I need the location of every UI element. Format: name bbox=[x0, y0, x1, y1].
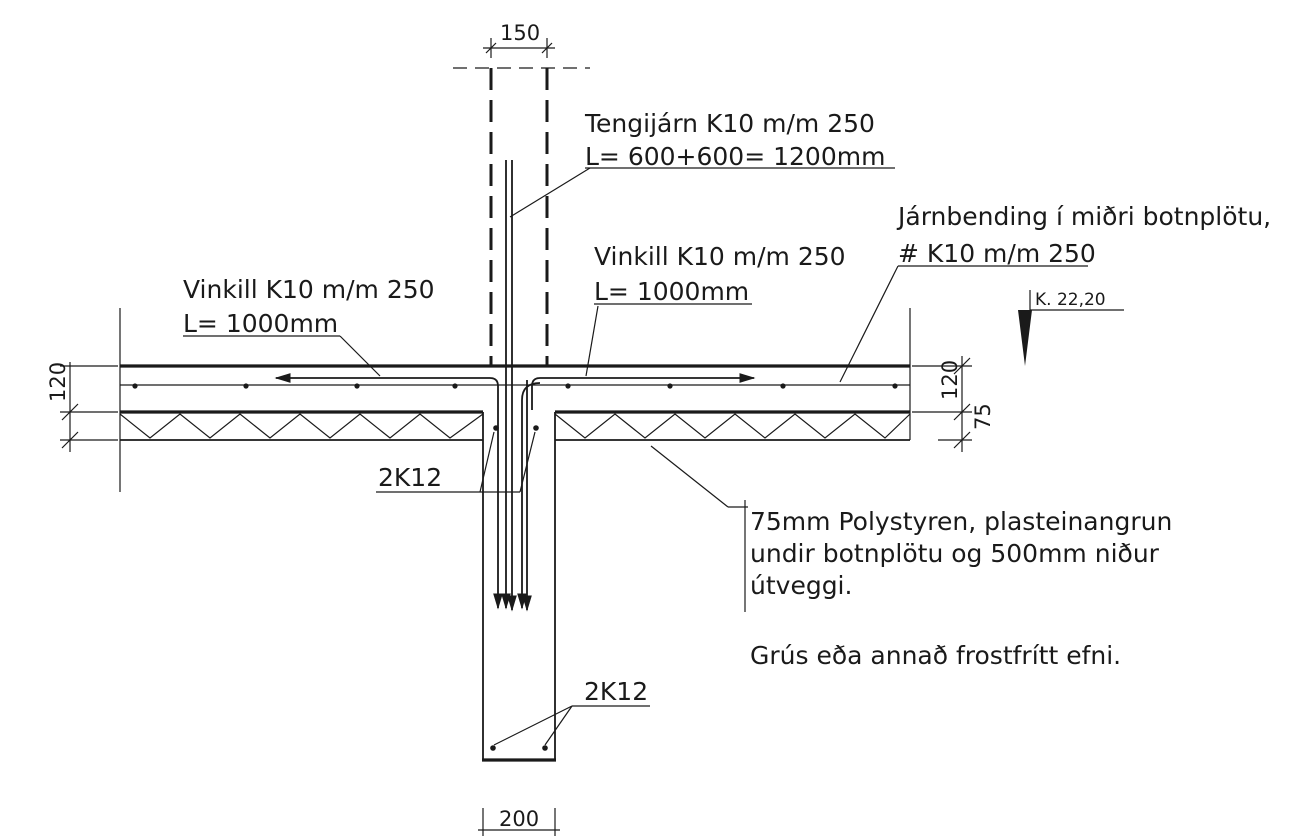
slab-rebar-label-line1: Járnbending í miðri botnplötu, bbox=[896, 202, 1271, 231]
leader-lines bbox=[339, 167, 899, 746]
angle-right-label-line1: Vinkill K10 m/m 250 bbox=[594, 242, 846, 271]
angle-bars bbox=[274, 373, 756, 610]
footing-bars-bottom-label: 2K12 bbox=[584, 677, 648, 706]
foundation-footing bbox=[482, 412, 556, 762]
insulation-label-line2: undir botnplötu og 500mm niður bbox=[750, 539, 1160, 568]
footing-width-label: 200 bbox=[499, 807, 539, 831]
angle-left-label-line1: Vinkill K10 m/m 250 bbox=[183, 275, 435, 304]
insulation-label-line3: útveggi. bbox=[750, 571, 852, 600]
angle-left-label-line2: L= 1000mm bbox=[183, 309, 338, 338]
wall-width-label: 150 bbox=[500, 21, 540, 45]
upper-wall bbox=[453, 67, 590, 366]
insulation-hatch bbox=[119, 413, 911, 439]
left-slab-dimension: 120 bbox=[46, 362, 118, 452]
fill-material-label: Grús eða annað frostfrítt efni. bbox=[750, 641, 1121, 670]
insulation-label-line1: 75mm Polystyren, plasteinangrun bbox=[750, 507, 1172, 536]
angle-right-label-line2: L= 1000mm bbox=[594, 277, 749, 306]
footing-bars-top-label: 2K12 bbox=[378, 463, 442, 492]
slab-mesh-rebar-dots bbox=[132, 383, 898, 389]
annotations: Tengijárn K10 m/m 250 L= 600+600= 1200mm… bbox=[183, 109, 1271, 707]
left-slab-thickness-label: 120 bbox=[46, 362, 70, 402]
insulation-thickness-label: 75 bbox=[971, 403, 995, 430]
right-slab-thickness-label: 120 bbox=[938, 360, 962, 400]
footing-width-dimension: 200 bbox=[478, 807, 560, 836]
level-mark: K. 22,20 bbox=[1018, 290, 1124, 366]
wall-width-dimension: 150 bbox=[483, 21, 555, 58]
slab-rebar-label-line2: # K10 m/m 250 bbox=[898, 239, 1096, 268]
tie-bar-label-line1: Tengijárn K10 m/m 250 bbox=[584, 109, 875, 138]
tie-bar-label-line2: L= 600+600= 1200mm bbox=[585, 142, 885, 171]
tie-bars bbox=[501, 160, 532, 612]
level-mark-label: K. 22,20 bbox=[1035, 290, 1106, 310]
right-slab-dimension: 120 75 bbox=[912, 356, 995, 452]
